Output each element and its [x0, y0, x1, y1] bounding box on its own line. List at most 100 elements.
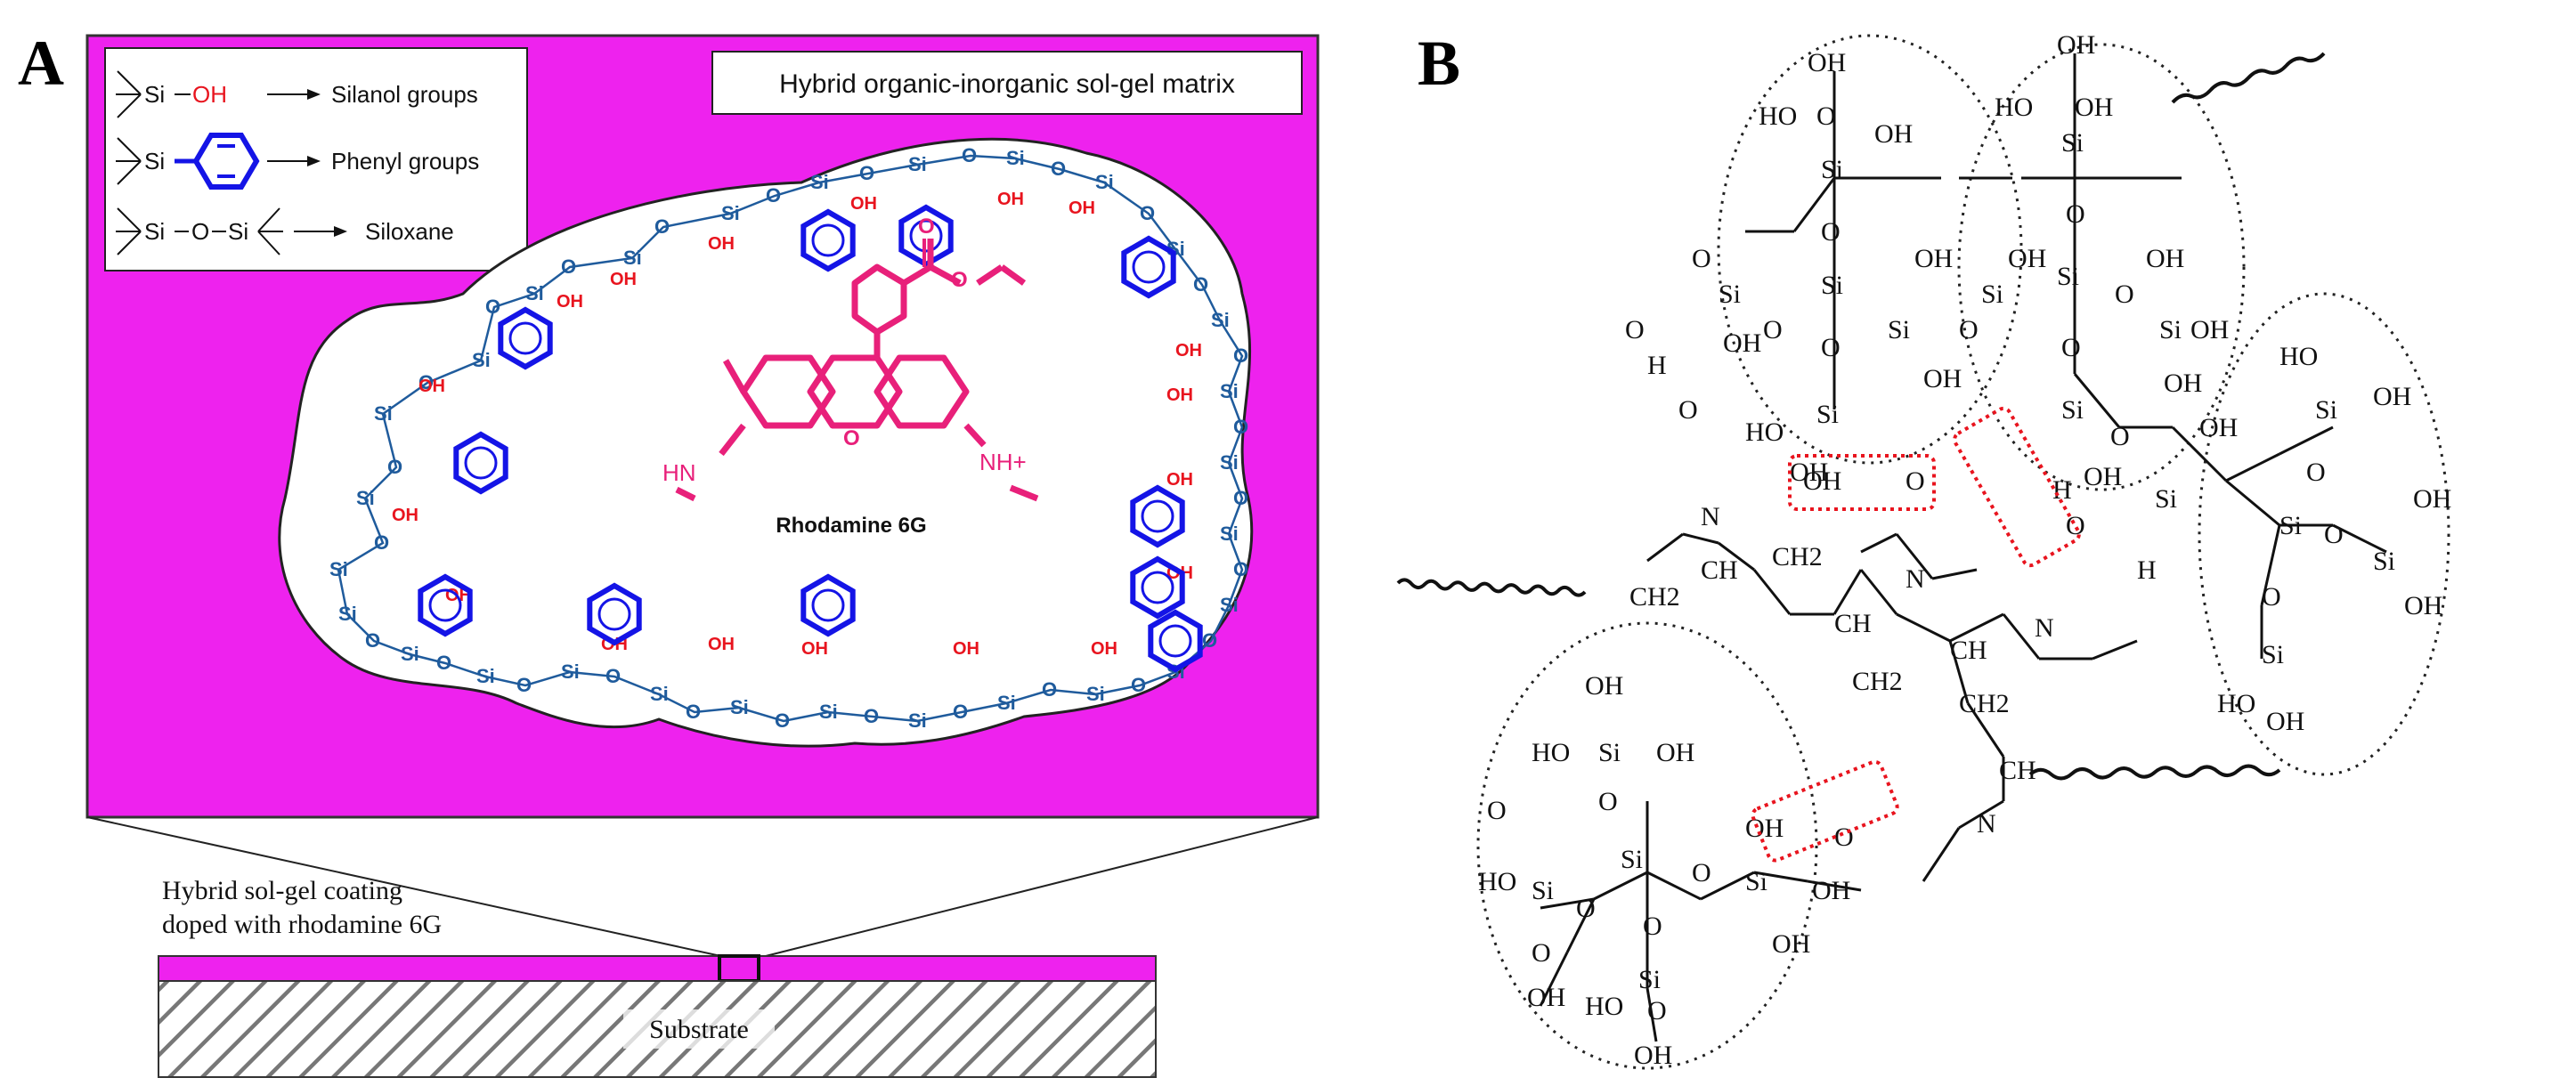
silicon-atom: Si — [819, 701, 838, 723]
silicon-atom: Si — [472, 349, 491, 371]
atom-label: OH — [2199, 413, 2238, 442]
phenyl-ring-icon — [498, 306, 553, 370]
atom-label: H — [2137, 555, 2157, 585]
atom-label: H — [1647, 351, 1667, 380]
bridging-oxygen: O — [1233, 558, 1248, 580]
dye-amine-right: NH+ — [979, 449, 1027, 475]
coating-label-line1: Hybrid sol-gel coating — [162, 876, 402, 905]
atom-label: O — [2066, 199, 2085, 229]
bridging-oxygen: O — [686, 701, 701, 723]
silicon-atom: Si — [997, 692, 1016, 714]
silanol-oh: OH — [610, 270, 637, 289]
atom-label: OH — [1745, 814, 1784, 843]
atom-label: OH — [2075, 93, 2113, 122]
atom-label: CH — [1999, 756, 2036, 785]
chemical-bond — [1682, 532, 1719, 545]
legend-label-silanol: Silanol groups — [331, 81, 478, 108]
dye-xanthene-left — [740, 354, 836, 429]
silicon-atom: Si — [1220, 380, 1239, 402]
legend-phenyl-ring-icon — [192, 133, 260, 190]
atom-label: OH — [1527, 983, 1565, 1012]
atom-label: Si — [1816, 400, 1839, 429]
dye-ester-o: O — [951, 268, 968, 292]
atom-label: OH — [2190, 315, 2229, 344]
legend-siloxane: Si O Si Siloxane — [116, 207, 454, 255]
atom-label: O — [1692, 244, 1711, 273]
silicon-atom: Si — [623, 247, 642, 269]
atom-label: OH — [2084, 462, 2122, 491]
phenyl-aromatic-circle — [811, 223, 845, 257]
chemical-bond — [2092, 639, 2138, 661]
matrix-title: Hybrid organic-inorganic sol-gel matrix — [779, 69, 1235, 99]
silicon-atom: Si — [730, 696, 749, 718]
atom-label: Si — [1638, 965, 1661, 994]
atom-label: OH — [1656, 738, 1694, 767]
atom-label: Si — [2155, 484, 2177, 514]
atom-label: Si — [2061, 128, 2084, 158]
chemical-bond — [2002, 613, 2041, 660]
phenyl-ring-icon — [800, 208, 856, 272]
atom-label: O — [1692, 858, 1711, 887]
phenyl-ring-icon — [1130, 484, 1185, 548]
atom-label: OH — [2164, 369, 2202, 398]
bridging-oxygen: O — [387, 456, 402, 478]
silanol-oh: OH — [1166, 470, 1193, 490]
silicon-atom: Si — [329, 558, 348, 580]
atom-label: Si — [1888, 315, 1910, 344]
matrix-title-box — [711, 51, 1303, 115]
phenyl-aromatic-circle — [811, 588, 845, 622]
atom-label: O — [2306, 458, 2326, 487]
cluster-outline-1 — [1717, 34, 2023, 465]
atom-label: N — [2035, 613, 2054, 643]
chemical-bond — [1646, 987, 1658, 1042]
chemical-bond — [1922, 827, 1961, 882]
bridging-oxygen: O — [1051, 158, 1066, 180]
atom-label: Si — [1821, 155, 1843, 184]
chemical-bond — [1565, 898, 1596, 953]
atom-label: CH — [1701, 555, 1738, 585]
silanol-oh: OH — [997, 190, 1024, 209]
atom-label: OH — [1812, 876, 1850, 905]
atom-label: O — [1487, 796, 1507, 825]
bridging-oxygen: O — [1042, 678, 1057, 701]
polymer-chain-right — [2028, 764, 2281, 781]
atom-label: O — [1576, 894, 1596, 923]
silanol-oh: OH — [1166, 385, 1193, 405]
chemical-bond — [1949, 612, 2004, 643]
atom-label: CH2 — [1852, 667, 1903, 696]
atom-label: HO — [1478, 867, 1516, 896]
atom-label: H — [2052, 475, 2072, 505]
atom-label: O — [1906, 466, 1925, 496]
atom-label: O — [1821, 333, 1841, 362]
chemical-bond — [1718, 541, 1755, 571]
hbond-box-1 — [1788, 454, 1936, 511]
chemical-bond — [1646, 532, 1684, 563]
rhodamine-6g-molecule — [675, 239, 1039, 502]
silanol-oh: OH — [418, 377, 445, 396]
atom-label: O — [2110, 422, 2130, 451]
phenyl-ring-icon — [587, 582, 642, 646]
bridging-oxygen: O — [485, 296, 500, 318]
atom-label: OH — [2008, 244, 2046, 273]
chemical-bond — [2073, 373, 2121, 428]
chemical-bond — [1896, 612, 1951, 643]
hydrogen-bond-boxes — [1751, 406, 2081, 863]
phenyl-aromatic-circle — [597, 597, 631, 631]
atom-label: HO — [1585, 992, 1623, 1021]
chemical-bond — [2260, 524, 2281, 606]
atom-label: O — [1643, 912, 1662, 941]
atom-label: Si — [1981, 280, 2003, 309]
structure-bonds — [1539, 53, 2387, 1042]
atom-label: OH — [1808, 48, 1846, 77]
coating-label-line2: doped with rhodamine 6G — [162, 910, 442, 939]
chemical-bond — [2332, 523, 2387, 554]
dye-xanthene-center — [807, 354, 903, 429]
coating-layer — [158, 955, 1157, 982]
atom-label: O — [1821, 217, 1841, 247]
atom-label: OH — [2057, 30, 2095, 60]
legend-si-4: Si — [228, 218, 248, 245]
phenyl-aromatic-circle — [1158, 624, 1192, 658]
atom-label: HO — [1532, 738, 1570, 767]
